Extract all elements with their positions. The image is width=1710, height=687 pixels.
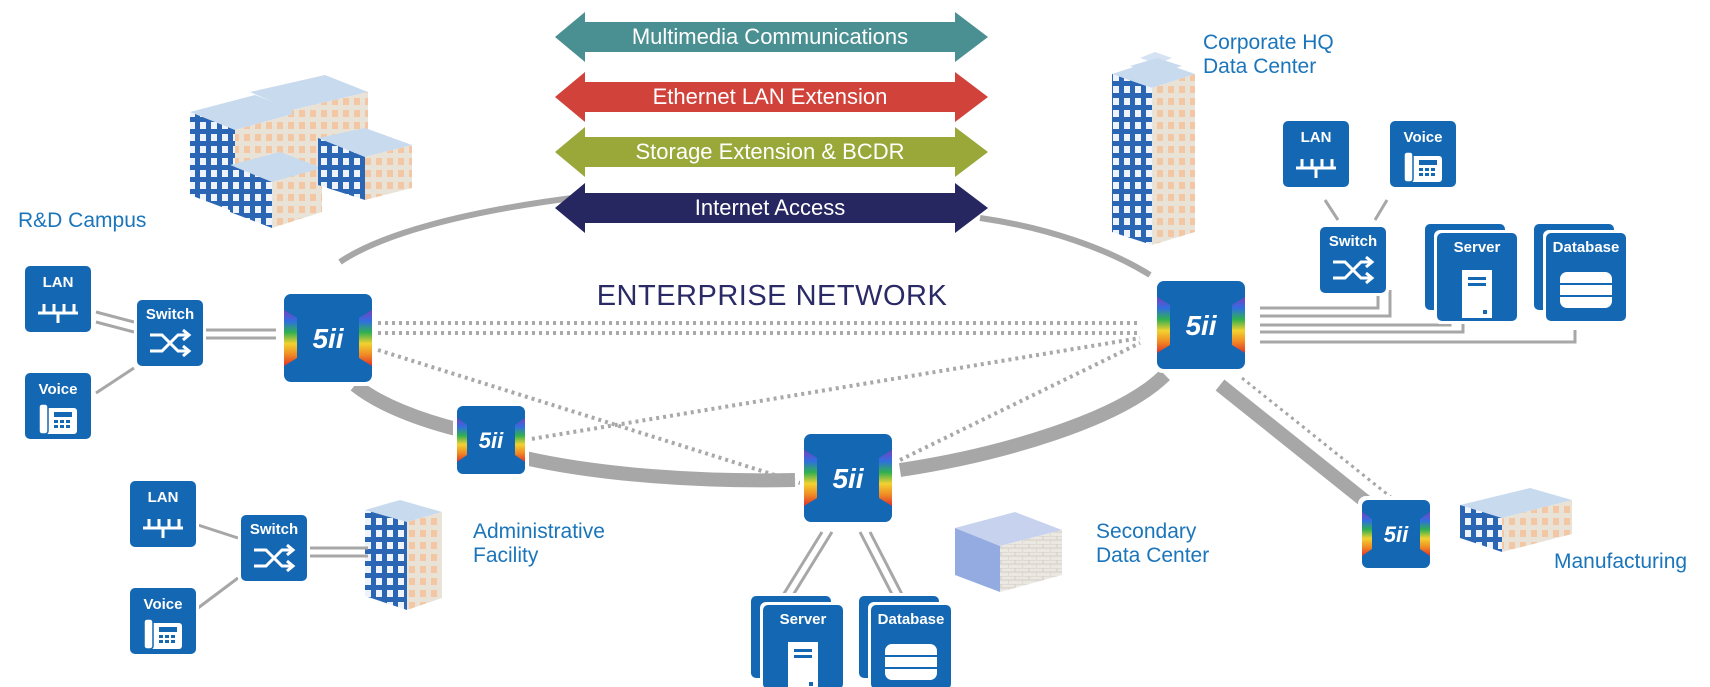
hq-links <box>1260 199 1577 344</box>
service-storage: Storage Extension & BCDR <box>555 127 988 177</box>
site-label-secondary-line2: Data Center <box>1096 544 1209 567</box>
hq-database-label: Database <box>1553 239 1620 256</box>
service-storage-label: Storage Extension & BCDR <box>635 139 904 164</box>
link-hq-manufacturing <box>1215 379 1375 511</box>
hq-lan-node[interactable]: LAN <box>1280 118 1352 190</box>
secondary-datacenter-building <box>955 512 1062 592</box>
vlink-admin-hq <box>524 336 1141 442</box>
rd-5ii-device[interactable]: 5ii <box>280 290 376 386</box>
hq-switch-node[interactable]: Switch <box>1317 224 1389 296</box>
secondary-links <box>778 531 907 601</box>
site-label-hq-line1: Corporate HQ <box>1203 31 1334 54</box>
manufacturing-building <box>1460 488 1572 552</box>
service-multimedia: Multimedia Communications <box>555 12 988 62</box>
admin-switch-label: Switch <box>250 521 298 538</box>
5ii-logo: 5ii <box>1384 522 1409 547</box>
hq-lan-label: LAN <box>1301 129 1332 146</box>
service-internet-label: Internet Access <box>695 195 845 220</box>
site-label-manufacturing: Manufacturing <box>1554 550 1687 573</box>
link-hq-manufacturing-dotted <box>1241 376 1393 500</box>
admin-lan-label: LAN <box>148 489 179 506</box>
service-ethernet: Ethernet LAN Extension <box>555 72 988 122</box>
admin-building <box>365 500 442 610</box>
5ii-logo: 5ii <box>479 428 504 453</box>
ring-lower-left <box>350 379 462 437</box>
site-label-admin-line1: Administrative <box>473 520 605 543</box>
rd-voice-node[interactable]: Voice <box>22 370 94 442</box>
site-label-hq-line2: Data Center <box>1203 55 1316 78</box>
enterprise-ring <box>338 194 1393 511</box>
admin-lan-node[interactable]: LAN <box>127 478 199 550</box>
secondary-5ii-device[interactable]: 5ii <box>800 430 896 526</box>
service-banners: Multimedia Communications Ethernet LAN E… <box>555 12 988 233</box>
rd-campus-buildings <box>190 75 412 228</box>
ring-upper-left <box>338 194 581 265</box>
hq-voice-label: Voice <box>1404 129 1443 146</box>
rd-switch-node[interactable]: Switch <box>134 297 206 369</box>
admin-voice-label: Voice <box>144 596 183 613</box>
rd-lan-label: LAN <box>43 274 74 291</box>
hq-server-label: Server <box>1454 239 1501 256</box>
secondary-database-label: Database <box>878 611 945 628</box>
hq-tower-building <box>1112 52 1195 245</box>
ring-upper-right <box>979 215 1152 278</box>
site-label-admin-line2: Facility <box>473 544 539 567</box>
5ii-logo: 5ii <box>832 463 864 494</box>
server-icon <box>1462 270 1492 318</box>
service-ethernet-label: Ethernet LAN Extension <box>653 84 888 109</box>
server-icon <box>788 642 818 687</box>
rd-lan-node[interactable]: LAN <box>22 263 94 335</box>
hq-database-node[interactable]: Database <box>1531 221 1629 324</box>
site-label-rd-campus: R&D Campus <box>18 209 146 232</box>
database-icon <box>1559 271 1613 309</box>
ring-lower-right <box>898 369 1170 477</box>
secondary-server-label: Server <box>780 611 827 628</box>
service-internet: Internet Access <box>555 183 988 233</box>
virtual-links <box>377 321 1141 485</box>
admin-switch-node[interactable]: Switch <box>238 512 310 584</box>
phone-icon <box>143 618 183 650</box>
ring-lower-mid <box>523 451 796 488</box>
5ii-logo: 5ii <box>1185 310 1217 341</box>
secondary-database-node[interactable]: Database <box>856 593 954 687</box>
5ii-logo: 5ii <box>312 323 344 354</box>
admin-voice-node[interactable]: Voice <box>127 585 199 657</box>
rd-campus-links <box>95 310 276 395</box>
database-icon <box>884 643 938 681</box>
hq-voice-node[interactable]: Voice <box>1387 118 1459 190</box>
rd-voice-label: Voice <box>39 381 78 398</box>
hq-switch-label: Switch <box>1329 233 1377 250</box>
hq-5ii-device[interactable]: 5ii <box>1153 277 1249 373</box>
secondary-server-node[interactable]: Server <box>748 593 846 687</box>
admin-links <box>197 523 368 610</box>
phone-icon <box>1403 151 1443 183</box>
admin-5ii-device[interactable]: 5ii <box>453 402 529 478</box>
vlink-secondary-hq <box>899 341 1141 462</box>
phone-icon <box>38 403 78 435</box>
service-multimedia-label: Multimedia Communications <box>632 24 908 49</box>
diagram-title: ENTERPRISE NETWORK <box>597 280 948 312</box>
rd-switch-label: Switch <box>146 306 194 323</box>
manufacturing-5ii-device[interactable]: 5ii <box>1358 496 1434 572</box>
site-label-secondary-line1: Secondary <box>1096 520 1197 543</box>
hq-server-node[interactable]: Server <box>1422 221 1520 324</box>
